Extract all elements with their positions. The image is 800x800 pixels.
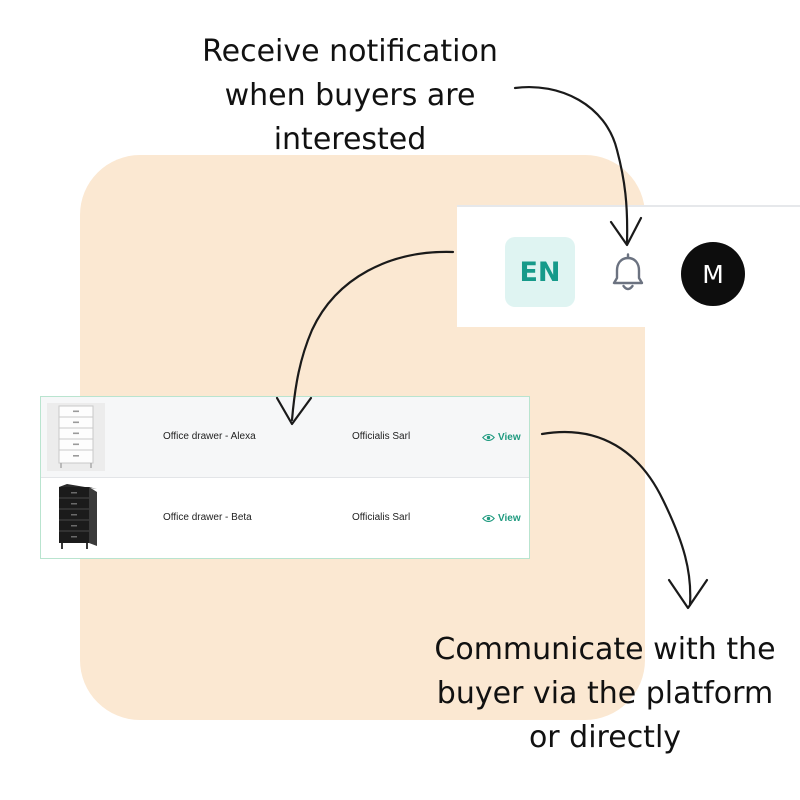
arrow-to-bell	[513, 86, 643, 247]
company-name: Officialis Sarl	[352, 431, 411, 442]
communicate-caption-line-3: or directly	[528, 720, 682, 755]
notification-caption-line-1: Receive notification	[202, 34, 498, 69]
communicate-caption-line-2: buyer via the platform	[436, 676, 774, 711]
arrow-to-caption	[540, 430, 709, 610]
listings-table: Office drawer - Alexa Officialis Sarl Vi…	[40, 396, 530, 559]
view-link-label: View	[498, 512, 521, 524]
notification-caption-line-2: when buyers are	[224, 78, 476, 113]
product-thumbnail-black-drawer	[47, 484, 105, 552]
company-name: Officialis Sarl	[352, 512, 411, 523]
communicate-caption: Communicate with the buyer via the platf…	[420, 628, 790, 760]
notification-caption: Receive notification when buyers are int…	[180, 30, 520, 162]
language-button[interactable]: EN	[505, 237, 575, 307]
app-header-crop: EN M	[457, 205, 800, 327]
product-thumbnail-white-drawer	[47, 403, 105, 471]
notification-caption-line-3: interested	[273, 122, 427, 157]
view-link-label: View	[498, 431, 521, 443]
bell-icon[interactable]	[607, 251, 649, 295]
view-link[interactable]: View	[482, 397, 521, 477]
arrow-to-listings	[275, 250, 455, 426]
eye-icon	[482, 433, 495, 442]
product-name: Office drawer - Beta	[163, 512, 252, 523]
view-link[interactable]: View	[482, 478, 521, 558]
user-avatar[interactable]: M	[681, 242, 745, 306]
table-row[interactable]: Office drawer - Beta Officialis Sarl Vie…	[41, 478, 529, 558]
communicate-caption-line-1: Communicate with the	[434, 632, 776, 667]
eye-icon	[482, 514, 495, 523]
product-name: Office drawer - Alexa	[163, 431, 256, 442]
